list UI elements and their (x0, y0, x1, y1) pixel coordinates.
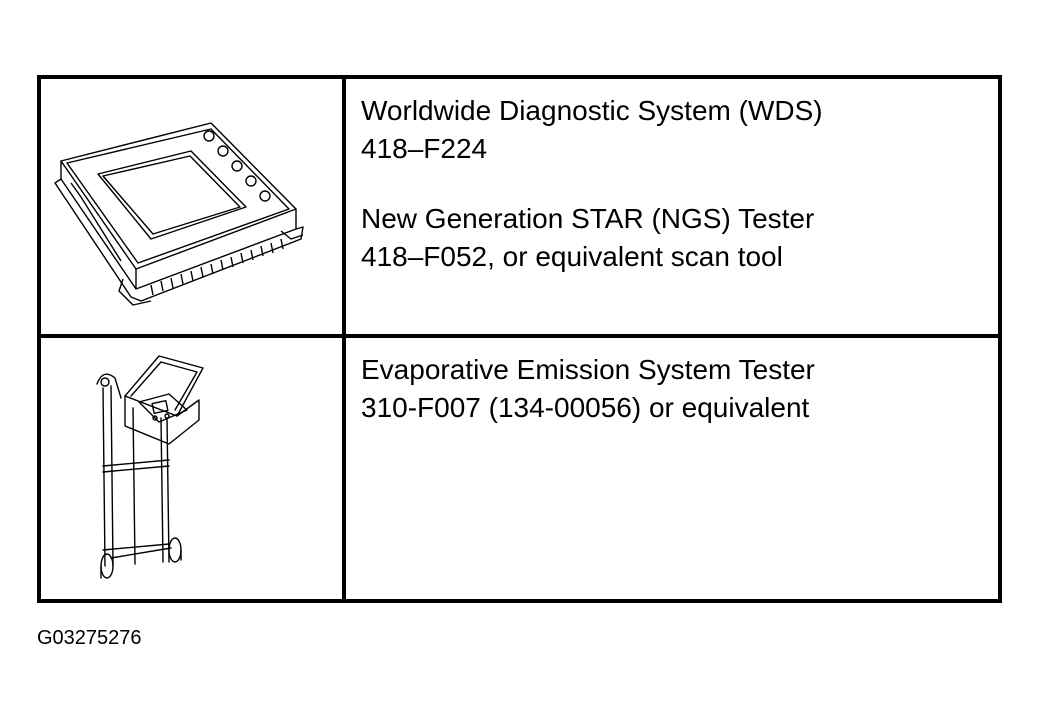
tool-description-cell: Worldwide Diagnostic System (WDS) 418–F2… (346, 79, 998, 334)
tool-number: 418–F052, or equivalent scan tool (361, 241, 783, 272)
special-tools-table: Worldwide Diagnostic System (WDS) 418–F2… (37, 75, 1002, 603)
figure-id-label: G03275276 (37, 627, 142, 649)
tool-description-cell: Evaporative Emission System Tester 310-F… (346, 338, 998, 599)
diagnostic-tablet-icon (54, 122, 304, 306)
tool-name: New Generation STAR (NGS) Tester (361, 203, 815, 234)
tool-row-evap-tester: Evaporative Emission System Tester 310-F… (41, 338, 998, 599)
tool-number: 418–F224 (361, 133, 488, 164)
tool-name: Evaporative Emission System Tester (361, 354, 815, 385)
evap-tester-cart-icon (96, 355, 204, 579)
tool-image-cell (41, 79, 346, 334)
tool-image-cell (41, 338, 346, 599)
tool-name: Worldwide Diagnostic System (WDS) (361, 95, 823, 126)
tool-number: 310-F007 (134-00056) or equivalent (361, 392, 810, 423)
tool-row-wds: Worldwide Diagnostic System (WDS) 418–F2… (41, 79, 998, 338)
